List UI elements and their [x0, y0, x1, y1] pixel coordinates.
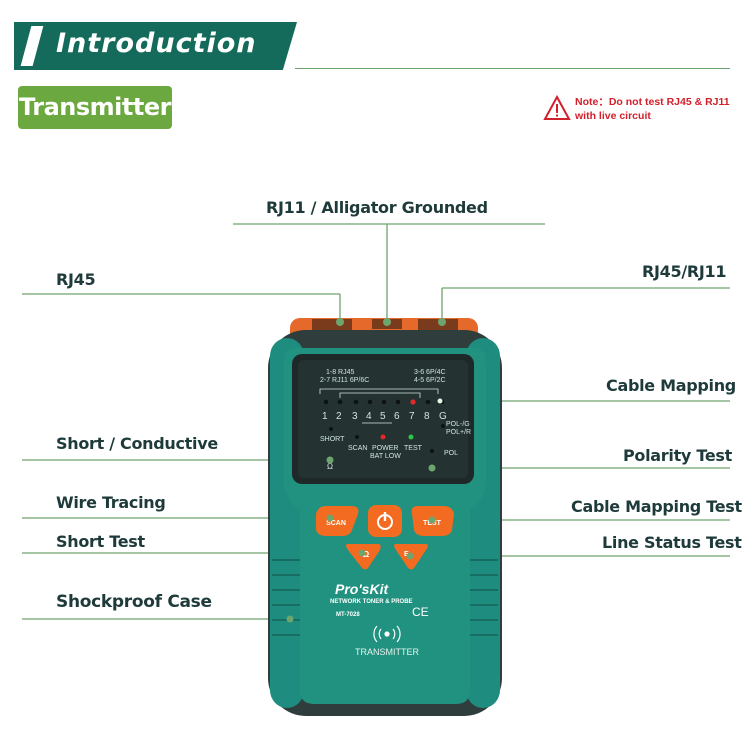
pin-7: 7: [409, 411, 415, 422]
label-pol-pos: POL+/R: [446, 429, 471, 436]
label-power: POWER: [372, 445, 398, 452]
svg-text:E: E: [404, 551, 409, 558]
label-8p2c: 4-5 6P/2C: [414, 377, 446, 384]
callout-polarity-test: Polarity Test: [623, 446, 732, 465]
pin-g: G: [439, 411, 447, 422]
pin-2: 2: [336, 411, 342, 422]
warning-note: Note：Do not test RJ45 & RJ11 with live c…: [575, 95, 730, 123]
callout-shockproof-case: Shockproof Case: [56, 592, 212, 612]
scan-button: [316, 506, 359, 536]
label-short: SHORT: [320, 436, 345, 443]
label-scan: SCAN: [348, 445, 367, 452]
callout-cable-mapping: Cable Mapping: [606, 376, 736, 395]
pin-4: 4: [366, 411, 372, 422]
label-pol: POL: [444, 450, 458, 457]
section-title: Transmitter: [19, 93, 171, 121]
brand-logo: Pro'sKit: [335, 581, 389, 597]
pin-1: 1: [322, 411, 328, 422]
callout-rj45: RJ45: [56, 270, 96, 289]
test-button-label: TEST: [423, 520, 442, 527]
model-number: MT-7028: [336, 612, 360, 618]
pin-3: 3: [352, 411, 358, 422]
omega-button: [346, 544, 381, 570]
intro-banner: [14, 22, 297, 70]
label-rj45: 1-8 RJ45: [326, 369, 355, 376]
pin-5: 5: [380, 411, 386, 422]
warning-icon: [543, 95, 571, 120]
callout-line-status-test: Line Status Test: [602, 533, 742, 552]
scan-button-label: SCAN: [326, 520, 346, 527]
signal-icon: [373, 625, 401, 643]
pin-8: 8: [424, 411, 430, 422]
transmitter-label: TRANSMITTER: [355, 647, 419, 657]
callout-rj11-grounded: RJ11 / Alligator Grounded: [266, 198, 488, 217]
page-title: Introduction: [56, 28, 257, 59]
callout-rj45-rj11: RJ45/RJ11: [642, 262, 727, 281]
label-pol-neg: POL-/G: [446, 421, 470, 428]
warning-note-line1: Note：Do not test RJ45 & RJ11: [575, 96, 730, 108]
warning-note-line2: with live circuit: [575, 110, 651, 122]
omega-button-label: Ω: [363, 550, 370, 559]
section-badge: [18, 86, 172, 129]
callout-short-conductive: Short / Conductive: [56, 434, 218, 453]
callout-wire-tracing: Wire Tracing: [56, 493, 166, 512]
callout-cable-mapping-test: Cable Mapping Test: [571, 497, 742, 516]
callout-lines: [22, 223, 730, 620]
label-test: TEST: [404, 445, 423, 452]
title-rule: [295, 68, 730, 69]
label-omega: Ω: [327, 462, 333, 471]
pin-6: 6: [394, 411, 400, 422]
model-name: NETWORK TONER & PROBE: [330, 599, 413, 605]
label-6p4c: 3-6 6P/4C: [414, 369, 446, 376]
label-bat-low: BAT LOW: [370, 453, 401, 460]
ce-mark: CE: [412, 605, 429, 619]
label-rj11: 2-7 RJ11 6P/6C: [320, 377, 369, 384]
callout-short-test: Short Test: [56, 532, 145, 551]
